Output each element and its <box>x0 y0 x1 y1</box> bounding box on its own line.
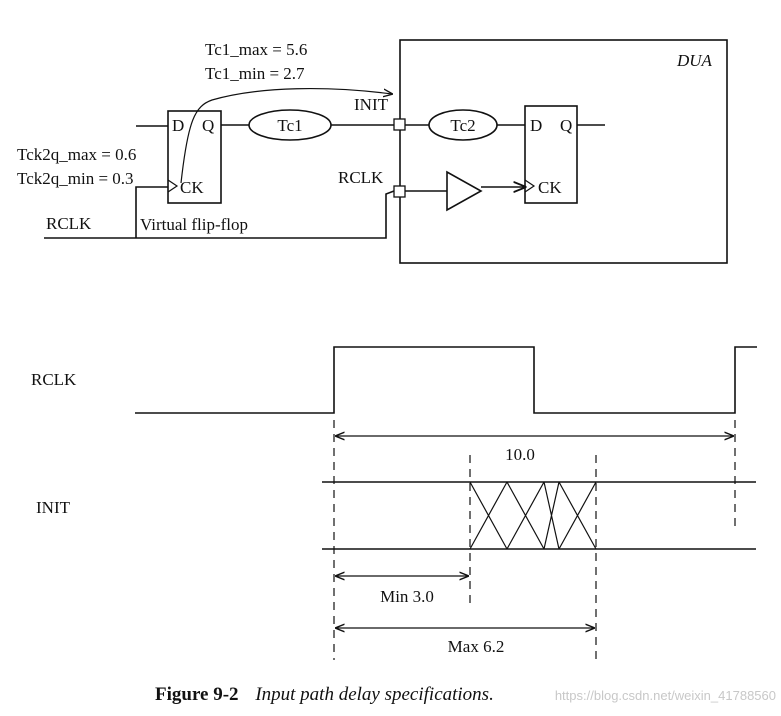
virtual-ff-clock-triangle <box>167 179 179 193</box>
init-waveform-label: INIT <box>36 498 71 517</box>
tc1-max-label: Tc1_max = 5.6 <box>205 40 307 59</box>
watermark: https://blog.csdn.net/weixin_41788560 <box>555 688 776 703</box>
virtual-ff-ck-pin: CK <box>180 178 204 197</box>
rclk-port-label: RCLK <box>338 168 384 187</box>
rclk-waveform <box>135 346 757 414</box>
rclk-net <box>44 190 395 239</box>
rclk-to-virtual-ff <box>135 186 168 238</box>
min-delay-label: Min 3.0 <box>380 587 434 606</box>
rclk-waveform-label: RCLK <box>31 370 77 389</box>
dua-flip-flop <box>524 105 578 204</box>
init-port <box>393 118 406 131</box>
period-label: 10.0 <box>505 445 535 464</box>
virtual-ff-label: Virtual flip-flop <box>140 215 248 234</box>
tc1-min-label: Tc1_min = 2.7 <box>205 64 305 83</box>
init-port-label: INIT <box>354 95 389 114</box>
figure-caption: Figure 9-2 Input path delay specificatio… <box>155 684 494 705</box>
dua-label: DUA <box>676 51 713 70</box>
rclk-input-label: RCLK <box>46 214 92 233</box>
figure-number: Figure 9-2 <box>155 684 239 705</box>
max-delay-label: Max 6.2 <box>448 637 505 656</box>
dua-box <box>399 39 728 264</box>
figure-title: Input path delay specifications. <box>254 684 494 705</box>
tc1-label: Tc1 <box>277 116 302 135</box>
virtual-flip-flop <box>167 110 222 204</box>
tck2q-min-label: Tck2q_min = 0.3 <box>17 169 134 188</box>
launch-arrow <box>180 87 392 184</box>
virtual-ff-d-pin: D <box>172 116 184 135</box>
tck2q-max-label: Tck2q_max = 0.6 <box>17 145 136 164</box>
dua-ff-q-pin: Q <box>560 116 572 135</box>
dua-ff-ck-pin: CK <box>538 178 562 197</box>
dua-ff-d-pin: D <box>530 116 542 135</box>
init-transition-region <box>469 481 597 550</box>
tc2-label: Tc2 <box>450 116 475 135</box>
rclk-port <box>393 185 406 198</box>
dua-ff-clock-triangle <box>524 179 536 193</box>
clock-buffer <box>446 170 483 212</box>
virtual-ff-q-pin: Q <box>202 116 214 135</box>
